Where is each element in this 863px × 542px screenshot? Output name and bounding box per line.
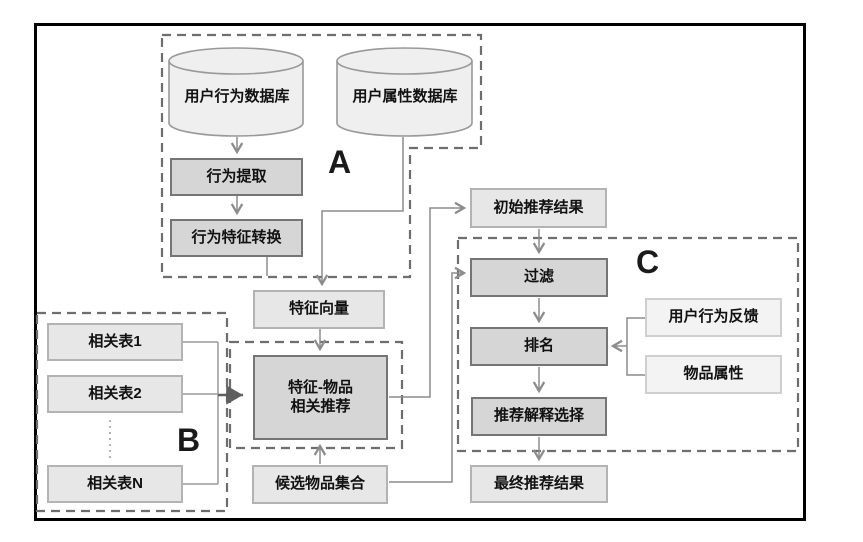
user-attribute-database-label: 用户属性数据库 xyxy=(352,87,458,105)
group-c-label: C xyxy=(636,244,660,280)
node-related-table-1: 相关表1 xyxy=(47,323,183,361)
node-behavior-feature-conversion: 行为特征转换 xyxy=(170,219,303,257)
user-behavior-database-cylinder xyxy=(168,47,304,137)
node-item-attribute: 物品属性 xyxy=(645,355,782,394)
node-ranking: 排名 xyxy=(470,327,608,366)
node-recommendation-explanation-selection: 推荐解释选择 xyxy=(471,397,607,436)
group-a-dashed-outline xyxy=(160,33,483,279)
feature-item-line2: 相关推荐 xyxy=(290,397,351,415)
feature-item-line1: 特征-物品 xyxy=(288,378,353,396)
group-c-dashed-outline xyxy=(456,236,800,453)
node-behavior-extraction: 行为提取 xyxy=(170,158,303,196)
user-attribute-database-cylinder xyxy=(336,47,473,137)
node-filter: 过滤 xyxy=(470,258,608,297)
node-final-recommendation-result: 最终推荐结果 xyxy=(470,465,608,503)
node-feature-item-recommendation: 特征-物品 相关推荐 xyxy=(253,355,388,440)
connector-candidate-set-to-filter xyxy=(389,266,467,483)
user-behavior-database-label: 用户行为数据库 xyxy=(184,87,290,105)
group-b-dashed-outline xyxy=(35,311,229,513)
group-a-label: A xyxy=(328,144,352,180)
node-user-behavior-feedback: 用户行为反馈 xyxy=(645,298,782,337)
node-related-table-n: 相关表N xyxy=(47,465,183,503)
connector-feature-item-to-initial-result xyxy=(389,201,467,398)
group-b-label: B xyxy=(177,422,201,458)
connector-feedback-attribute-bracket xyxy=(626,317,645,376)
connector-attribute-db-to-feature-vector xyxy=(315,137,404,287)
node-initial-recommendation-result: 初始推荐结果 xyxy=(470,188,607,228)
node-feature-vector: 特征向量 xyxy=(253,290,385,329)
node-candidate-item-set: 候选物品集合 xyxy=(252,465,388,504)
node-related-table-2: 相关表2 xyxy=(47,375,183,413)
feature-item-recommendation-text: 特征-物品 相关推荐 xyxy=(288,379,353,417)
